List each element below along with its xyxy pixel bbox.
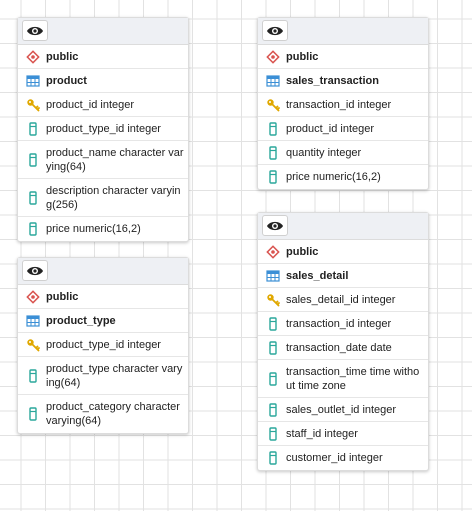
- column-row: price numeric(16,2): [258, 165, 428, 189]
- column-icon: [266, 316, 280, 331]
- table-node-header: [18, 258, 188, 285]
- key-icon: [26, 98, 40, 112]
- column-row-label: price numeric(16,2): [286, 171, 381, 183]
- column-icon: [26, 407, 40, 421]
- key-icon: [266, 98, 280, 112]
- table-icon: [266, 269, 280, 283]
- eye-icon[interactable]: [262, 215, 288, 236]
- column-row: quantity integer: [258, 141, 428, 165]
- primary-key-column-row-label: sales_detail_id integer: [286, 293, 396, 306]
- column-row-label: product_type character varying(64): [46, 362, 183, 389]
- primary-key-column-row-label: transaction_id integer: [286, 98, 392, 111]
- column-row: product_name character varying(64): [18, 141, 188, 179]
- primary-key-column-row: product_type_id integer: [18, 333, 188, 357]
- schema-row-label: public: [286, 50, 319, 63]
- eye-icon[interactable]: [22, 20, 48, 41]
- table-node-sales_detail[interactable]: public sales_detail sales_detail_id intege…: [257, 212, 429, 471]
- schema-icon: [26, 49, 40, 64]
- schema-row: public: [258, 45, 428, 69]
- column-row-label: customer_id integer: [286, 452, 383, 464]
- column-row-label: transaction_id integer: [286, 317, 392, 330]
- schema-row-label: public: [286, 245, 319, 258]
- column-icon: [266, 145, 280, 160]
- table-node-product_type[interactable]: public product_type product_type_id intege…: [17, 257, 189, 434]
- column-row: transaction_time time without time zone: [258, 360, 428, 398]
- column-row-label: product_name character varying(64): [46, 146, 184, 173]
- key-icon: [26, 338, 40, 352]
- column-row: sales_outlet_id integer: [258, 398, 428, 422]
- key-icon: [266, 293, 280, 307]
- primary-key-column-row: transaction_id integer: [258, 93, 428, 117]
- column-row-label: transaction_time time without time zone: [286, 365, 420, 392]
- schema-row-label: public: [46, 290, 79, 303]
- column-row: product_category character varying(64): [18, 395, 188, 433]
- column-icon: [266, 340, 280, 355]
- column-row-label: staff_id integer: [286, 427, 358, 440]
- primary-key-column-row-label: product_id integer: [46, 98, 135, 111]
- table-name-row-label: sales_detail: [286, 269, 349, 282]
- table-name-row: sales_transaction: [258, 69, 428, 93]
- column-row-label: product_category character varying(64): [46, 401, 180, 427]
- schema-icon: [266, 49, 280, 64]
- column-row-label: product_id integer: [286, 122, 375, 135]
- column-row-label: product_type_id integer: [46, 122, 161, 135]
- schema-row-label: public: [46, 50, 79, 63]
- column-row: product_id integer: [258, 117, 428, 141]
- table-node-product[interactable]: public product product_id integer product_t…: [17, 17, 189, 242]
- column-row: staff_id integer: [258, 422, 428, 446]
- column-icon: [26, 190, 40, 205]
- eye-icon[interactable]: [22, 260, 48, 281]
- table-node-sales_transaction[interactable]: public sales_transaction transaction_id in…: [257, 17, 429, 190]
- schema-icon: [26, 289, 40, 304]
- column-row-label: description character varying(256): [46, 184, 181, 211]
- column-row-label: price numeric(16,2): [46, 223, 141, 235]
- column-row: product_type character varying(64): [18, 357, 188, 395]
- table-name-row-label: product: [46, 74, 87, 87]
- eye-icon[interactable]: [262, 20, 288, 41]
- column-row-label: quantity integer: [286, 146, 362, 159]
- schema-row: public: [258, 240, 428, 264]
- column-row: customer_id integer: [258, 446, 428, 470]
- table-name-row-label: product_type: [46, 314, 116, 327]
- column-icon: [26, 121, 40, 136]
- column-row: description character varying(256): [18, 179, 188, 217]
- column-icon: [266, 121, 280, 136]
- table-name-row: product_type: [18, 309, 188, 333]
- column-icon: [26, 368, 40, 383]
- column-icon: [26, 152, 40, 167]
- table-name-row-label: sales_transaction: [286, 74, 379, 87]
- table-node-header: [258, 18, 428, 45]
- table-name-row: sales_detail: [258, 264, 428, 288]
- schema-row: public: [18, 45, 188, 69]
- table-icon: [266, 74, 280, 88]
- column-icon: [266, 170, 280, 184]
- primary-key-column-row: sales_detail_id integer: [258, 288, 428, 312]
- table-icon: [26, 74, 40, 88]
- column-row: price numeric(16,2): [18, 217, 188, 241]
- column-icon: [266, 451, 280, 465]
- column-icon: [26, 222, 40, 236]
- table-node-header: [18, 18, 188, 45]
- column-icon: [266, 371, 280, 386]
- schema-row: public: [18, 285, 188, 309]
- column-row: transaction_date date: [258, 336, 428, 360]
- table-node-header: [258, 213, 428, 240]
- primary-key-column-row: product_id integer: [18, 93, 188, 117]
- table-icon: [26, 314, 40, 328]
- column-row: product_type_id integer: [18, 117, 188, 141]
- column-row-label: transaction_date date: [286, 341, 392, 354]
- column-icon: [266, 426, 280, 441]
- primary-key-column-row-label: product_type_id integer: [46, 338, 161, 351]
- column-row: transaction_id integer: [258, 312, 428, 336]
- column-row-label: sales_outlet_id integer: [286, 403, 397, 416]
- table-name-row: product: [18, 69, 188, 93]
- schema-icon: [266, 244, 280, 259]
- column-icon: [266, 402, 280, 417]
